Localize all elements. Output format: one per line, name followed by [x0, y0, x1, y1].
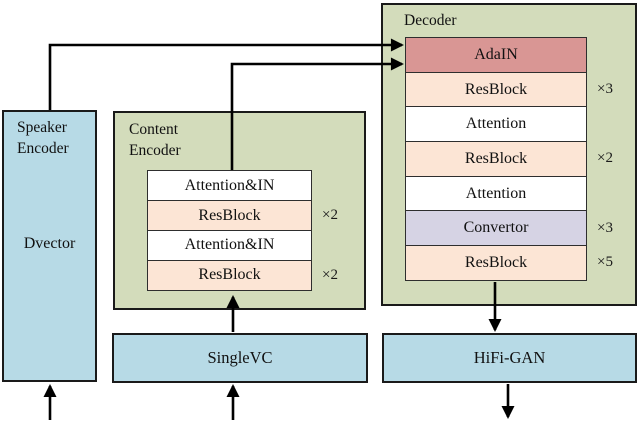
hifigan-label: HiFi-GAN	[473, 348, 546, 367]
block-label: Attention&IN	[184, 176, 275, 194]
decoder-box: Decoder AdaIN ResBlock ×3 Attention ResB…	[381, 3, 637, 306]
decoder-block-resblock-2: ResBlock ×2	[405, 140, 613, 178]
dvector-label: Dvector	[23, 235, 76, 252]
singlevc-box: SingleVC	[112, 333, 368, 383]
content-encoder-box: Content Encoder Attention&IN ResBlock ×2…	[113, 111, 366, 310]
content-encoder-title: Content Encoder	[129, 119, 181, 161]
decoder-block-attention-2: Attention	[405, 175, 587, 212]
decoder-stack: AdaIN ResBlock ×3 Attention ResBlock ×2 …	[405, 37, 613, 281]
decoder-title: Decoder	[404, 12, 457, 29]
block-label: ResBlock	[464, 253, 528, 271]
content-block-attention-in-1: Attention&IN	[147, 170, 312, 202]
multiplier-label: ×2	[597, 150, 613, 167]
decoder-block-resblock-3: ResBlock ×5	[405, 244, 613, 281]
block-label: Attention&IN	[184, 236, 275, 254]
block-label: ResBlock	[464, 80, 528, 98]
block-label: AdaIN	[474, 46, 518, 64]
content-encoder-title-line1: Content	[129, 121, 179, 138]
decoder-block-adain: AdaIN	[405, 37, 587, 74]
block-label: Attention	[465, 115, 527, 133]
speaker-encoder-title: Speaker Encoder	[17, 117, 69, 159]
multiplier-label: ×3	[597, 219, 613, 236]
block-label: Attention	[465, 184, 527, 202]
content-encoder-title-line2: Encoder	[129, 142, 181, 159]
speaker-encoder-box: Speaker Encoder Dvector	[2, 110, 97, 382]
multiplier-label: ×2	[322, 207, 338, 224]
content-encoder-stack: Attention&IN ResBlock ×2 Attention&IN Re…	[147, 170, 338, 292]
multiplier-label: ×2	[322, 266, 338, 283]
multiplier-label: ×5	[597, 254, 613, 271]
decoder-block-convertor: Convertor ×3	[405, 210, 613, 247]
block-label: ResBlock	[198, 266, 261, 284]
speaker-encoder-title-line1: Speaker	[17, 119, 67, 136]
block-label: Convertor	[463, 219, 529, 237]
arrow-speaker-to-adain	[48, 38, 404, 110]
block-label: ResBlock	[464, 149, 528, 167]
content-block-resblock-1: ResBlock ×2	[147, 199, 338, 232]
content-block-resblock-2: ResBlock ×2	[147, 259, 338, 292]
hifigan-box: HiFi-GAN	[382, 333, 637, 383]
content-block-attention-in-2: Attention&IN	[147, 229, 312, 262]
speaker-encoder-title-line2: Encoder	[17, 140, 69, 157]
singlevc-label: SingleVC	[207, 348, 273, 367]
block-label: ResBlock	[198, 206, 261, 224]
multiplier-label: ×3	[597, 81, 613, 98]
decoder-block-resblock-1: ResBlock ×3	[405, 71, 613, 108]
decoder-block-attention-1: Attention	[405, 106, 587, 143]
